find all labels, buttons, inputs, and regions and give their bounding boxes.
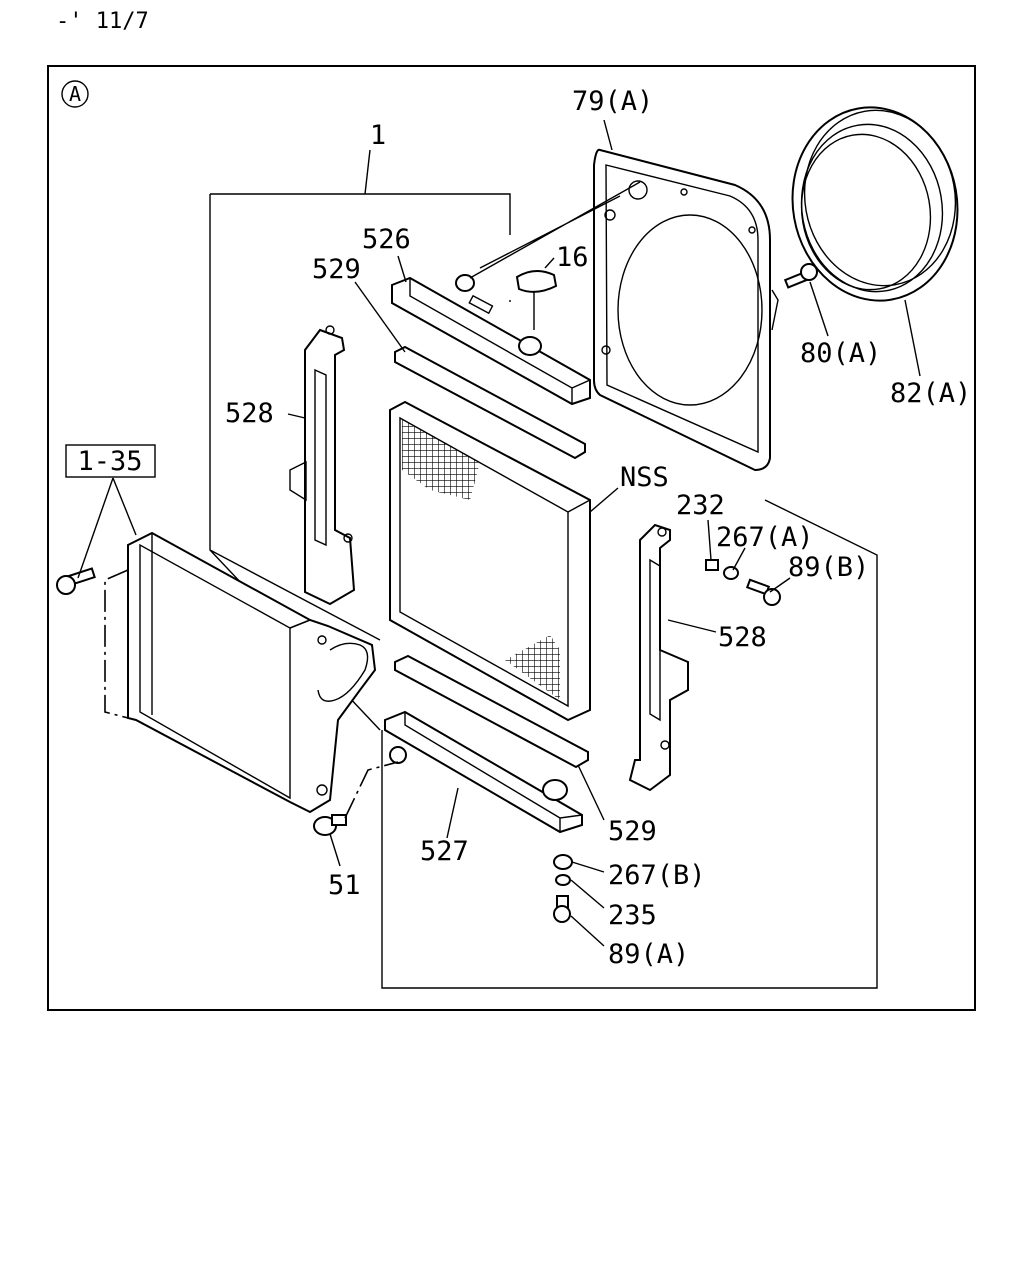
left-side-bracket bbox=[289, 325, 356, 606]
lower-tank bbox=[384, 710, 583, 834]
callout-235: 235 bbox=[608, 900, 657, 931]
callout-16: 16 bbox=[556, 242, 589, 273]
callout-529-bottom: 529 bbox=[608, 816, 657, 847]
callout-89b: 89(B) bbox=[788, 552, 869, 583]
callout-529-top: 529 bbox=[312, 254, 361, 285]
callout-80a: 80(A) bbox=[800, 338, 881, 369]
radiator-cap bbox=[515, 270, 558, 330]
callout-1: 1 bbox=[370, 120, 386, 151]
intercooler-bolt bbox=[56, 567, 96, 595]
callout-1-35: 1-35 bbox=[77, 446, 142, 477]
callout-528-left: 528 bbox=[225, 398, 274, 429]
bolt-80 bbox=[783, 263, 818, 289]
hose-lines bbox=[469, 181, 641, 279]
callout-267b: 267(B) bbox=[608, 860, 706, 891]
fan-ring bbox=[791, 106, 959, 302]
callout-nss: NSS bbox=[620, 462, 669, 493]
callout-527: 527 bbox=[420, 836, 469, 867]
drain-cock bbox=[313, 761, 399, 836]
right-side-bracket bbox=[628, 523, 689, 792]
date-code-header: -' 11/7 bbox=[56, 9, 149, 34]
leader-lines bbox=[77, 119, 921, 947]
section-marker: A bbox=[61, 80, 89, 108]
top-seal bbox=[394, 345, 586, 460]
diagram-frame bbox=[47, 65, 976, 1011]
callout-79a: 79(A) bbox=[572, 86, 653, 117]
callout-51: 51 bbox=[328, 870, 361, 901]
callout-528-right: 528 bbox=[718, 622, 767, 653]
fan-shroud bbox=[593, 148, 779, 472]
right-hardware bbox=[705, 559, 781, 606]
upper-tank bbox=[391, 274, 591, 406]
section-marker-label: A bbox=[69, 82, 81, 106]
callout-267a: 267(A) bbox=[716, 522, 814, 553]
radiator-core bbox=[389, 400, 591, 722]
callout-89a: 89(A) bbox=[608, 939, 689, 970]
callout-526: 526 bbox=[362, 224, 411, 255]
ref-1-35-box: 1-35 bbox=[65, 444, 156, 478]
intercooler bbox=[104, 531, 377, 814]
bottom-seal bbox=[394, 654, 589, 769]
callout-82a: 82(A) bbox=[890, 378, 971, 409]
callout-232: 232 bbox=[676, 490, 725, 521]
bottom-hardware bbox=[553, 854, 573, 923]
